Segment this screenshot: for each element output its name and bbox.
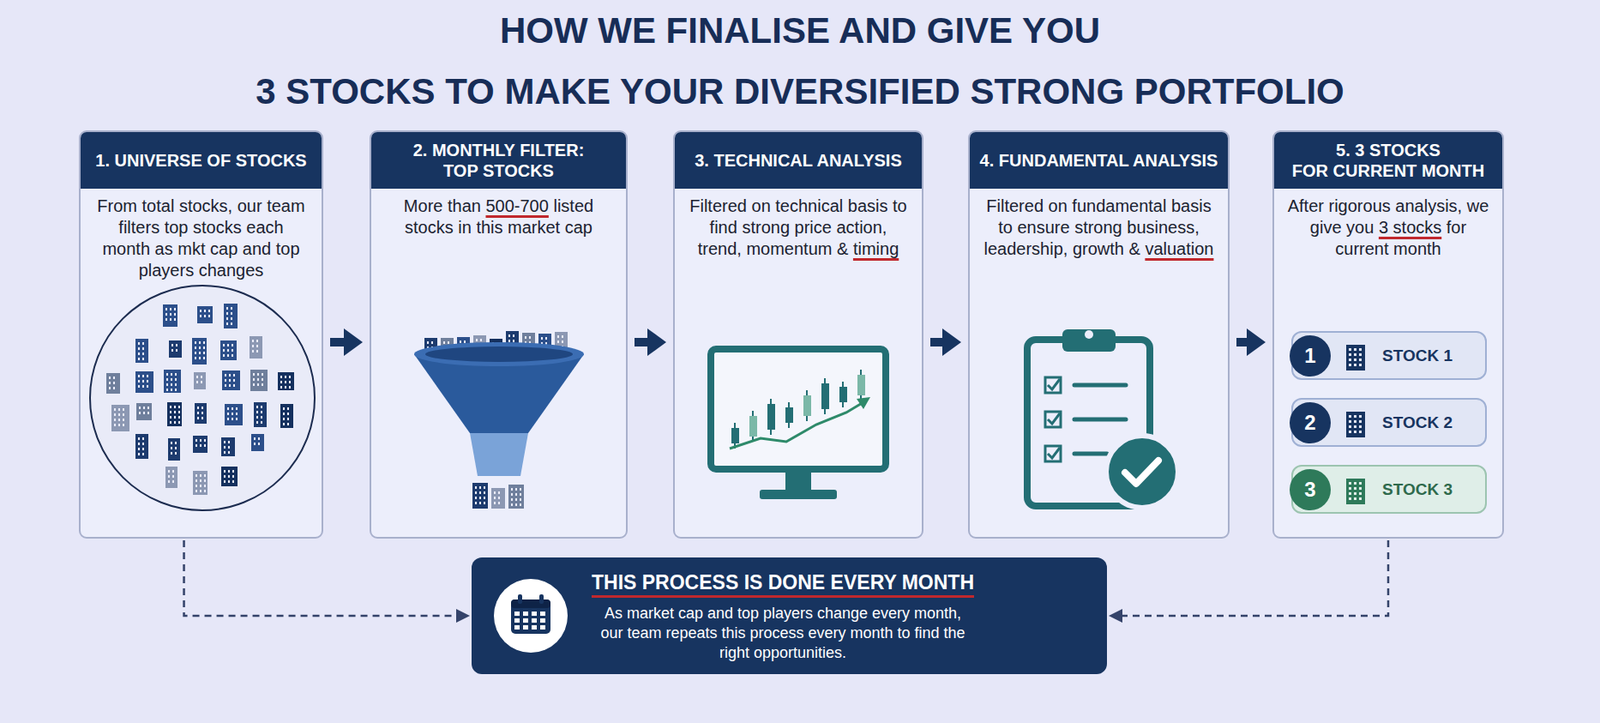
checklist-clipboard bbox=[969, 327, 1228, 521]
building-icon bbox=[1342, 475, 1369, 505]
flow-arrow bbox=[930, 328, 962, 356]
callout-number: 3 bbox=[1289, 469, 1331, 511]
candlestick-monitor bbox=[674, 342, 922, 514]
callout-number: 2 bbox=[1289, 402, 1331, 444]
step-title: 5. 3 STOCKS FOR CURRENT MONTH bbox=[1292, 139, 1485, 181]
diagram-title: HOW WE FINALISE AND GIVE YOU 3 STOCKS TO… bbox=[0, 0, 1600, 122]
flow-arrow bbox=[330, 328, 363, 356]
stock-label: STOCK 2 bbox=[1382, 399, 1453, 446]
step-panel: 3. TECHNICAL ANALYSIS Filtered on technic… bbox=[673, 130, 924, 539]
step-description: Filtered on fundamental basis to ensure … bbox=[969, 188, 1228, 260]
step-description: More than 500-700 listed stocks in this … bbox=[371, 188, 626, 239]
stock-label: STOCK 3 bbox=[1382, 466, 1453, 512]
building-icon bbox=[1342, 341, 1369, 371]
step-title: 3. TECHNICAL ANALYSIS bbox=[694, 150, 903, 171]
stock-pill: 2 STOCK 2 bbox=[1291, 397, 1487, 447]
step-title: 1. UNIVERSE OF STOCKS bbox=[95, 150, 307, 171]
building-icon bbox=[1342, 408, 1369, 438]
step-description: From total stocks, our team filters top … bbox=[80, 188, 322, 282]
flow-arrow bbox=[1108, 540, 1389, 623]
filter-funnel bbox=[371, 311, 626, 518]
repeat-banner: THIS PROCESS IS DONE EVERY MONTH As marke… bbox=[471, 557, 1107, 674]
step-panel: 2. MONTHLY FILTER: TOP STOCKS More than 5… bbox=[369, 130, 628, 539]
step-header: 4. FUNDAMENTAL ANALYSIS bbox=[969, 132, 1228, 189]
stock-label: STOCK 1 bbox=[1382, 332, 1453, 379]
flow-arrow bbox=[184, 540, 470, 623]
stock-universe-circle bbox=[80, 269, 325, 527]
step-header: 1. UNIVERSE OF STOCKS bbox=[80, 132, 322, 189]
stock-pill: 1 STOCK 1 bbox=[1291, 330, 1487, 380]
banner-text: As market cap and top players change eve… bbox=[591, 603, 975, 663]
calendar-icon bbox=[492, 577, 570, 655]
flow-arrow bbox=[634, 328, 667, 356]
step-header: 3. TECHNICAL ANALYSIS bbox=[674, 132, 922, 189]
flow-arrow bbox=[1236, 328, 1266, 356]
step-title: 4. FUNDAMENTAL ANALYSIS bbox=[980, 150, 1219, 171]
step-panel: 5. 3 STOCKS FOR CURRENT MONTH After rigor… bbox=[1272, 130, 1504, 539]
step-description: Filtered on technical basis to find stro… bbox=[674, 188, 922, 260]
step-panel: 4. FUNDAMENTAL ANALYSIS Filtered on funda… bbox=[968, 130, 1230, 539]
step-header: 2. MONTHLY FILTER: TOP STOCKS bbox=[371, 132, 626, 189]
step-header: 5. 3 STOCKS FOR CURRENT MONTH bbox=[1274, 132, 1503, 189]
callout-number: 1 bbox=[1289, 335, 1331, 377]
step-description: After rigorous analysis, we give you 3 s… bbox=[1274, 188, 1503, 260]
step-panel: 1. UNIVERSE OF STOCKS From total stocks, … bbox=[78, 130, 324, 539]
stock-pill: 3 STOCK 3 bbox=[1291, 464, 1487, 514]
banner-heading: THIS PROCESS IS DONE EVERY MONTH bbox=[591, 569, 975, 598]
step-title: 2. MONTHLY FILTER: TOP STOCKS bbox=[413, 139, 585, 181]
